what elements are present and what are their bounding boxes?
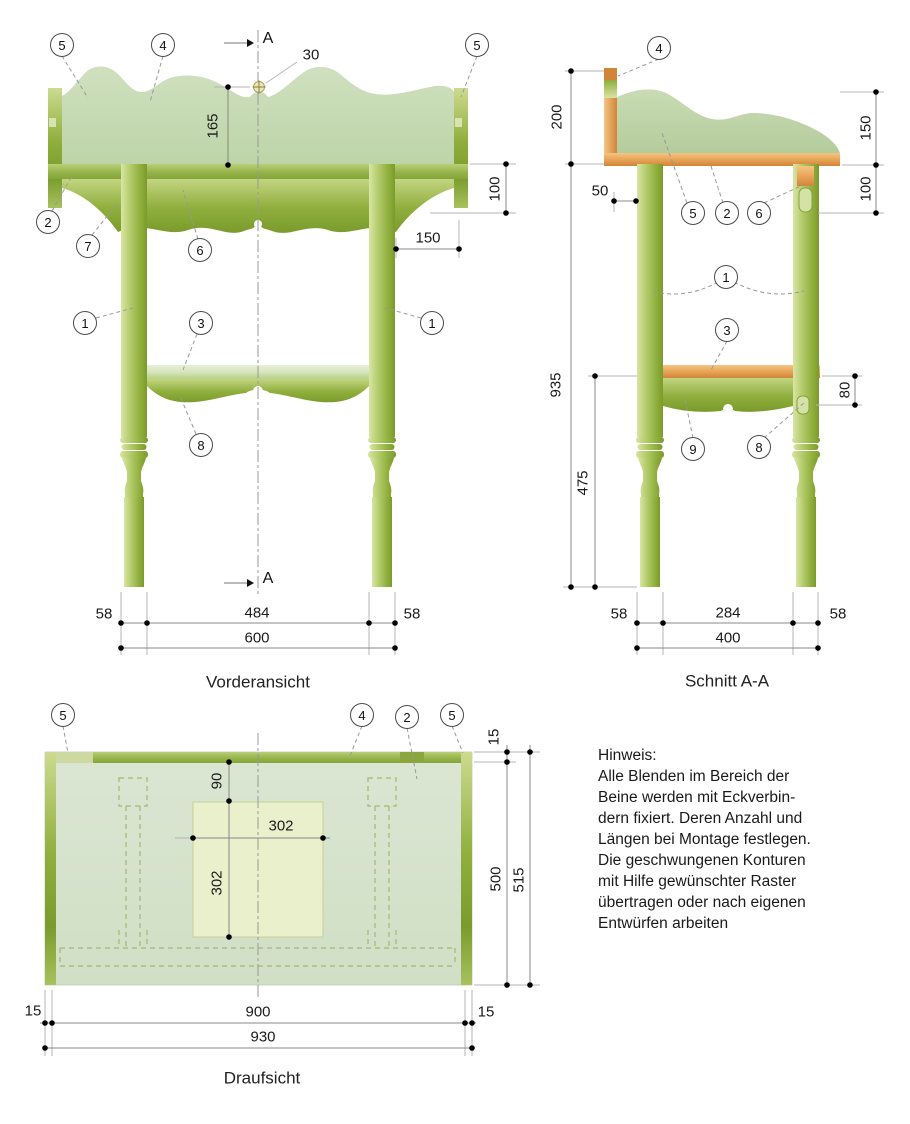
front-side-blende-right xyxy=(454,88,468,208)
dim-board-depth: 302 xyxy=(208,870,226,896)
top-view-title: Draufsicht xyxy=(223,1068,301,1088)
dim-board-offset: 90 xyxy=(208,772,226,790)
note-line: Entwürfen arbeiten xyxy=(598,915,729,932)
dim-span-inner: 484 xyxy=(244,604,270,622)
note-line: Die geschwungenen Konturen xyxy=(598,852,806,869)
callout-1-front-left: 1 xyxy=(73,311,97,335)
callout-5-top-right: 5 xyxy=(440,703,464,727)
section-view-title: Schnitt A-A xyxy=(684,671,770,691)
callout-4-front: 4 xyxy=(151,33,175,57)
top-dimension-lines xyxy=(40,745,531,1049)
section-callout-leaders xyxy=(617,58,806,439)
dim-board-width: 302 xyxy=(268,817,294,835)
dim-width-outer: 930 xyxy=(250,1028,276,1046)
callout-5-section: 5 xyxy=(681,201,705,225)
top-hidden-leg-outlines xyxy=(59,777,456,967)
dim-blende-height: 165 xyxy=(204,113,222,139)
section-top-board xyxy=(604,153,840,166)
dim-back-offset: 50 xyxy=(591,182,609,200)
note-line: Längen bei Montage festlegen. xyxy=(598,831,811,848)
callout-2-front: 2 xyxy=(36,210,60,234)
note-heading: Hinweis: xyxy=(598,747,657,764)
callout-4-top: 4 xyxy=(350,703,374,727)
dim-leg-inset: 150 xyxy=(415,229,441,247)
dim-width-inner: 900 xyxy=(245,1003,271,1021)
note-line: mit Hilfe gewünschter Raster xyxy=(598,873,797,890)
dim-back-blende-height: 200 xyxy=(548,104,566,130)
section-leg-front xyxy=(792,164,820,587)
callout-1-section: 1 xyxy=(714,265,738,289)
callout-8-front: 8 xyxy=(189,433,213,457)
dim-leg-width-right-section: 58 xyxy=(829,605,847,623)
dim-span-outer: 600 xyxy=(244,629,270,647)
top-side-blende-left xyxy=(45,752,56,985)
front-view-drawing xyxy=(48,30,468,597)
note-line: übertragen oder nach eigenen xyxy=(598,894,806,911)
callout-6-section: 6 xyxy=(747,201,771,225)
section-marker-bottom: A xyxy=(262,570,274,587)
dim-span-outer-section: 400 xyxy=(715,629,741,647)
section-dimension-lines xyxy=(570,71,877,649)
callout-8-section: 8 xyxy=(747,435,771,459)
dim-leg-width-right: 58 xyxy=(403,605,421,623)
callout-5-front-right: 5 xyxy=(465,33,489,57)
front-dimension-lines xyxy=(121,87,507,649)
dim-side-blende-height: 150 xyxy=(857,115,875,141)
dim-hole-offset: 30 xyxy=(302,46,320,64)
callout-5-top-left: 5 xyxy=(51,703,75,727)
callout-3-front: 3 xyxy=(189,311,213,335)
callout-4-section: 4 xyxy=(647,36,671,60)
front-shelf-apron xyxy=(147,379,369,403)
section-view-drawing xyxy=(604,68,840,587)
section-corner-connector xyxy=(797,166,814,186)
callout-6-front: 6 xyxy=(188,238,212,262)
dim-total-height: 935 xyxy=(547,372,565,398)
section-side-blende xyxy=(617,89,840,153)
screw-icon xyxy=(252,80,266,94)
note-block: Hinweis: Alle Blenden im Bereich der Bei… xyxy=(598,745,898,934)
section-shelf-apron xyxy=(663,378,793,412)
dim-blende-right: 15 xyxy=(477,1003,495,1021)
front-view-title: Vorderansicht xyxy=(206,672,310,692)
dim-leg-width-left: 58 xyxy=(95,605,113,623)
section-shelf xyxy=(637,365,820,378)
front-leg-left xyxy=(120,164,148,587)
callout-2-top: 2 xyxy=(395,705,419,729)
callout-2-section: 2 xyxy=(715,201,739,225)
dim-apron-height-section: 100 xyxy=(857,176,875,202)
callout-5-front-left: 5 xyxy=(50,33,74,57)
callout-1-front-right: 1 xyxy=(420,311,444,335)
top-callout-leaders xyxy=(62,725,464,780)
section-marker-top: A xyxy=(262,30,274,47)
front-side-blende-left xyxy=(48,88,62,208)
top-dimension-dots xyxy=(42,749,533,1051)
section-dimension-dots xyxy=(568,68,879,651)
callout-9-section: 9 xyxy=(681,437,705,461)
dim-leg-width-left-section: 58 xyxy=(610,605,628,623)
note-line: Alle Blenden im Bereich der xyxy=(598,768,790,785)
dim-blende-left: 15 xyxy=(24,1002,42,1020)
callout-7-front: 7 xyxy=(76,234,100,258)
dim-depth-outer: 515 xyxy=(510,867,528,893)
dim-shelf-apron-height: 80 xyxy=(836,381,854,399)
dim-span-inner-section: 284 xyxy=(715,604,741,622)
front-dimension-dots xyxy=(118,84,509,651)
top-view-drawing xyxy=(44,733,473,997)
dim-apron-height: 100 xyxy=(486,176,504,202)
callout-3-section: 3 xyxy=(715,318,739,342)
front-callout-leaders xyxy=(51,55,478,435)
front-leg-right xyxy=(368,164,396,587)
note-line: dern fixiert. Deren Anzahl und xyxy=(598,810,803,827)
section-leg-back xyxy=(636,164,664,587)
note-line: Beine werden mit Eckverbin- xyxy=(598,789,796,806)
dim-lower-leg-height: 475 xyxy=(574,470,592,496)
dim-depth-inner: 500 xyxy=(487,866,505,892)
dim-blende-thickness-back: 15 xyxy=(485,728,503,746)
top-side-blende-right xyxy=(461,752,472,985)
